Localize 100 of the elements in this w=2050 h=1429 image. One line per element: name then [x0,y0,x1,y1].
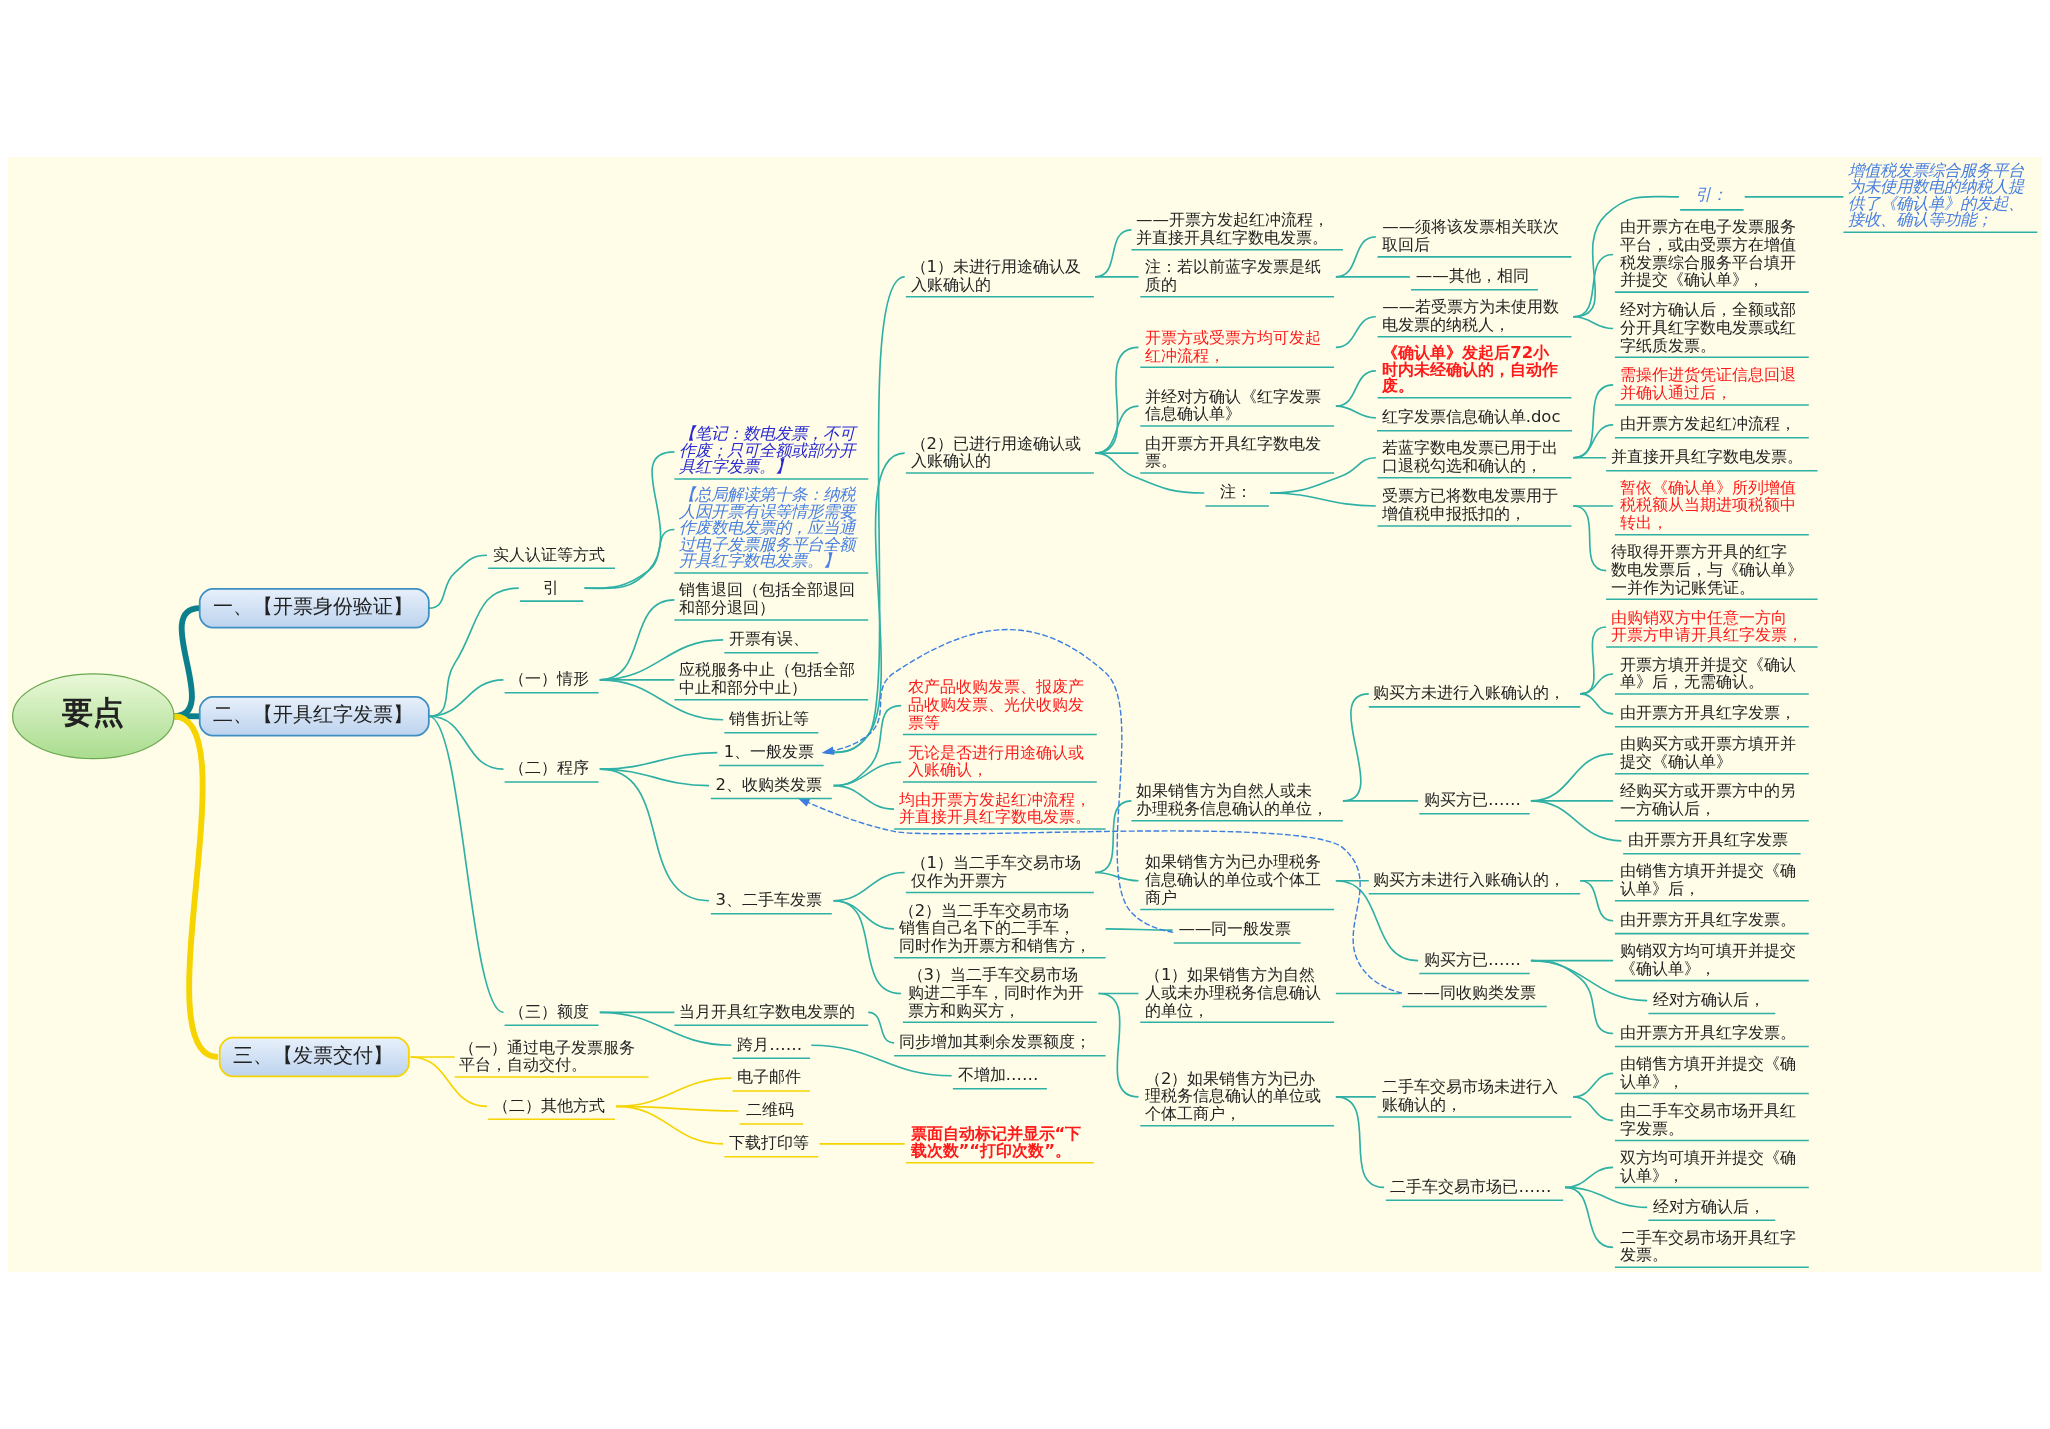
node-box: 二、【开具红字发票】 [198,696,430,737]
node-text: 注：若以前蓝字发票是纸质的 [1144,257,1321,294]
node-text: ——同收购类发票 [1406,982,1536,1002]
node-text: 3、二手车发票 [715,890,822,910]
node-text: ——其他，相同 [1415,266,1529,286]
node-text: ——同一般发票 [1178,919,1292,939]
node-text: 若蓝字数电发票已用于出口退税勾选和确认的， [1382,438,1559,475]
connector [409,1056,488,1108]
connector [1743,196,1845,198]
connector [1094,276,1140,278]
connector [173,713,200,720]
node-text: （三）额度 [509,1001,590,1021]
node-text: ——若受票方为未使用数电发票的纳税人， [1382,297,1560,334]
connector [1094,452,1206,494]
node-text: 购买方已…… [1423,949,1521,969]
node-text: 销售折让等 [729,709,810,729]
connector [428,715,505,1014]
connector [598,768,710,902]
node-text: 购买方未进行入账确认的， [1373,683,1566,703]
connector [1564,1186,1614,1249]
connector [818,1143,906,1145]
node-text: 增值税发票综合服务平台为未使用数电的纳税人提供了《确认单》的发起、接收、确认等功能； [1848,161,2025,230]
node-text: 【总局解读第十条：纳税人因开票有误等情形需要作废数电发票的，应当通过电子发票服务平台全额开具红字数电发票。】 [679,485,856,571]
node-text: （二）其他方式 [492,1095,605,1115]
connector [428,587,520,718]
connector [1530,959,1614,1035]
node-text: 红字发票信息确认单.doc [1381,407,1561,427]
connector [1572,505,1607,572]
node-text: 同步增加其剩余发票额度； [898,1032,1091,1052]
node-text: 由开票方在电子发票服务平台，或由受票方在增值税发票综合服务平台填开并提交《确认单》， [1619,217,1796,290]
node-text: 暂依《确认单》所列增值税税额从当期进项税额中转出， [1619,477,1796,532]
connector [1335,1096,1385,1189]
node-text: 二手车交易市场已…… [1390,1176,1552,1196]
node-text: 受票方已将数电发票用于增值税申报抵扣的， [1382,486,1559,524]
connector [810,1044,953,1077]
node-text: 引 [542,577,559,597]
node-text: 由开票方开具红字数电发票。 [1144,433,1321,471]
node-text: 待取得开票方开具的红字数电发票后，与《确认单》一并作为记账凭证。 [1610,542,1803,597]
connector [1572,315,1614,330]
node-text: 由销售方填开并提交《确认单》后， [1619,861,1796,898]
node-text: 由开票方开具红字发票。 [1619,910,1796,930]
node-text: 销售退回（包括全部退回和部分退回） [679,580,856,618]
node-text: （1）当二手车交易市场仅作为开票方 [910,853,1082,890]
connector [867,1011,895,1044]
connector [598,1011,733,1047]
node-text: 由销售方填开并提交《确认单》， [1619,1053,1796,1091]
node-text: （3）当二手车交易市场购进二手车，同时作为开票方和购买方， [907,965,1084,1020]
node-text: 由二手车交易市场开具红字发票。 [1619,1100,1796,1138]
connector [1097,992,1140,1098]
node-text: ——须将该发票相关联次取回后 [1382,217,1560,255]
node-text: （2）如果销售方为已办理税务信息确认的单位或个体工商户， [1144,1068,1321,1123]
node-box: 一、【开票身份验证】 [198,587,430,629]
node-text: 【笔记：数电发票，不可作废；只可全额或部分开具红字发票。】 [679,424,856,477]
node-text: 《确认单》发起后72小时内未经确认的，自动作废。 [1382,343,1559,396]
node-text: 票面自动标记并显示“下载次数”“打印次数”。 [910,1124,1082,1160]
node-text: 如果销售方为自然人或未办理税务信息确认的单位， [1136,781,1329,819]
connector [1579,879,1614,922]
connector [1572,1096,1614,1122]
node-text: ——开票方发起红冲流程，并直接开具红字数电发票。 [1136,210,1330,247]
node-text: 二手车交易市场开具红字发票。 [1619,1227,1796,1265]
connector [832,899,902,995]
node-text: （一）通过电子发票服务平台，自动交付。 [459,1037,636,1075]
connector [1572,384,1614,459]
connector [1094,800,1133,874]
node-text: （2）已进行用途确认或入账确认的 [910,433,1082,471]
node-text: 跨月…… [737,1034,803,1054]
node-text: （一）情形 [509,669,590,689]
node-text: （1）如果销售方为自然人或未办理税务信息确认的单位， [1144,965,1321,1020]
connector [583,528,676,590]
node-text: 并直接开具红字数电发票。 [1610,447,1803,467]
node-text: 购买方已…… [1423,790,1521,810]
node-text: 1、一般发票 [723,742,815,762]
connector [1572,424,1614,459]
connector [1104,928,1174,931]
node-text: 开票方填开并提交《确认单》后，无需确认。 [1619,654,1796,692]
node-ellipse: 要点 [12,673,175,760]
node-text: 经对方确认后，全额或部分开具红字数电发票或红字纸质发票。 [1619,300,1796,355]
connector [173,605,201,720]
connector [1572,456,1607,459]
node-text: 应税服务中止（包括全部中止和部分中止） [679,660,856,697]
node-text: 如果销售方为已办理税务信息确认的单位或个体工商户 [1144,852,1321,907]
connector [832,784,895,810]
node-text: 由开票方开具红字发票 [1627,830,1788,850]
connector [615,1077,733,1108]
connector [1094,871,1140,882]
connector [428,679,505,718]
node-text: 由购销双方中任意一方向开票方申请开具红字发票， [1610,607,1803,645]
node-text: 开票有误、 [729,629,810,649]
node-box: 三、【发票交付】 [218,1036,410,1078]
node-text: 经购买方或开票方中的另一方确认后， [1619,781,1796,819]
node-text: 二维码 [746,1100,795,1120]
connector [1335,405,1377,419]
node-text: 由购买方或开票方填开并提交《确认单》 [1619,734,1796,772]
node-text: 实人认证等方式 [492,544,605,564]
connector [615,1105,724,1145]
connector [1335,992,1402,995]
node-text: 引： [1694,185,1727,205]
connector [1269,492,1377,507]
connector [1342,800,1419,802]
node-text: （二）程序 [509,758,590,778]
